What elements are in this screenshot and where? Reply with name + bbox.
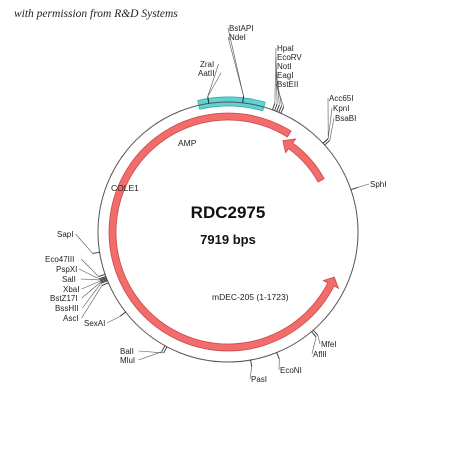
site-leader-pasi bbox=[249, 366, 253, 380]
site-tick-noti bbox=[276, 104, 280, 112]
site-label-bstz17i: BstZ17I bbox=[50, 294, 78, 303]
site-tick-pasi bbox=[250, 359, 253, 367]
site-label-ndei: NdeI bbox=[229, 33, 246, 42]
site-tick-kpni bbox=[322, 138, 329, 144]
site-label-sphi: SphI bbox=[370, 180, 386, 189]
site-tick-mlui bbox=[161, 345, 166, 353]
site-tick-sphi bbox=[350, 186, 358, 191]
site-label-sali: SalI bbox=[62, 275, 76, 284]
site-leader-ndei bbox=[227, 36, 244, 96]
site-leader-xbai bbox=[81, 280, 101, 290]
site-label-sapi: SapI bbox=[57, 230, 73, 239]
site-tick-bsteii bbox=[280, 106, 285, 114]
site-label-acc65i: Acc65I bbox=[329, 94, 353, 103]
site-leader-sexai bbox=[106, 316, 121, 324]
site-label-pasi: PasI bbox=[251, 375, 267, 384]
site-tick-asci bbox=[101, 282, 109, 286]
site-leader-bsabi bbox=[329, 117, 335, 141]
site-label-aflii: AflII bbox=[313, 350, 327, 359]
site-label-zrai: ZraI bbox=[200, 60, 214, 69]
feature-label-mdec-205-1-1723: mDEC-205 (1-1723) bbox=[212, 292, 289, 302]
feature-label-amp: AMP bbox=[178, 138, 197, 148]
site-leader-bsshii bbox=[82, 283, 102, 309]
backbone-circle bbox=[97, 101, 359, 363]
site-tick-bstz17i bbox=[100, 279, 108, 283]
site-tick-aatii bbox=[207, 96, 210, 104]
site-leader-aatii bbox=[207, 72, 222, 97]
site-label-bsabi: BsaBI bbox=[335, 114, 356, 123]
permission-note: with permission from R&D Systems bbox=[14, 8, 178, 20]
site-label-asci: AscI bbox=[63, 314, 79, 323]
feature-mdec-205-1-1723 bbox=[108, 112, 340, 352]
site-label-hpai: HpaI bbox=[277, 44, 294, 53]
site-label-bsteii: BstEII bbox=[277, 80, 298, 89]
site-label-sexai: SexAI bbox=[84, 319, 105, 328]
site-tick-bali bbox=[163, 346, 168, 354]
site-label-kpni: KpnI bbox=[333, 104, 349, 113]
site-label-mlui: MluI bbox=[120, 356, 135, 365]
site-label-bali: BalI bbox=[120, 347, 134, 356]
site-tick-mfei bbox=[312, 329, 319, 336]
site-leader-mfei bbox=[317, 335, 321, 345]
site-tick-pspxi bbox=[99, 276, 106, 280]
site-label-mfei: MfeI bbox=[321, 340, 337, 349]
site-leader-mlui bbox=[138, 351, 162, 361]
site-label-eagi: EagI bbox=[277, 71, 293, 80]
site-label-ecorv: EcoRV bbox=[277, 53, 302, 62]
features-layer: AMP mDEC-205 (1-1723) COLE1 bbox=[108, 96, 340, 352]
site-tick-sexai bbox=[119, 311, 126, 317]
site-tick-xbai bbox=[99, 278, 107, 282]
site-label-bsshii: BssHII bbox=[55, 304, 79, 313]
site-tick-econi bbox=[276, 352, 280, 360]
site-tick-bsshii bbox=[100, 280, 108, 284]
site-tick-bsabi bbox=[324, 139, 331, 146]
site-leader-sapi bbox=[75, 233, 93, 254]
site-label-econi: EcoNI bbox=[280, 366, 302, 375]
site-leader-kpni bbox=[327, 107, 333, 139]
site-leader-pspxi bbox=[78, 268, 100, 280]
site-leader-ecorv bbox=[275, 56, 278, 105]
feature-label-cole1: COLE1 bbox=[111, 183, 139, 193]
site-label-eco47iii: Eco47III bbox=[45, 255, 74, 264]
site-leader-eagi bbox=[275, 74, 282, 106]
plasmid-name: RDC2975 bbox=[191, 203, 266, 222]
site-label-noti: NotI bbox=[277, 62, 292, 71]
site-tick-eagi bbox=[278, 105, 282, 113]
site-tick-sali bbox=[99, 277, 107, 281]
site-tick-aflii bbox=[311, 331, 317, 338]
site-tick-ndei bbox=[242, 95, 244, 103]
site-leader-sphi bbox=[357, 183, 370, 188]
site-leader-zrai bbox=[207, 63, 219, 97]
site-leader-bstapi bbox=[227, 27, 244, 96]
site-tick-ecorv bbox=[274, 103, 278, 111]
site-label-bstapi: BstAPI bbox=[229, 24, 253, 33]
site-tick-hpai bbox=[272, 103, 276, 110]
feature-amp bbox=[282, 138, 325, 183]
site-leader-sali bbox=[80, 278, 100, 281]
site-label-aatii: AatII bbox=[198, 69, 214, 78]
site-leader-bsteii bbox=[275, 83, 285, 107]
site-leader-aflii bbox=[311, 336, 317, 355]
site-label-pspxi: PspXI bbox=[56, 265, 77, 274]
site-tick-sapi bbox=[92, 251, 100, 254]
plasmid-size: 7919 bps bbox=[200, 232, 256, 247]
site-leader-bstz17i bbox=[81, 281, 101, 299]
site-leader-asci bbox=[81, 285, 103, 319]
site-leader-eco47iii bbox=[80, 258, 99, 277]
site-label-xbai: XbaI bbox=[63, 285, 79, 294]
site-tick-eco47iii bbox=[98, 273, 106, 278]
